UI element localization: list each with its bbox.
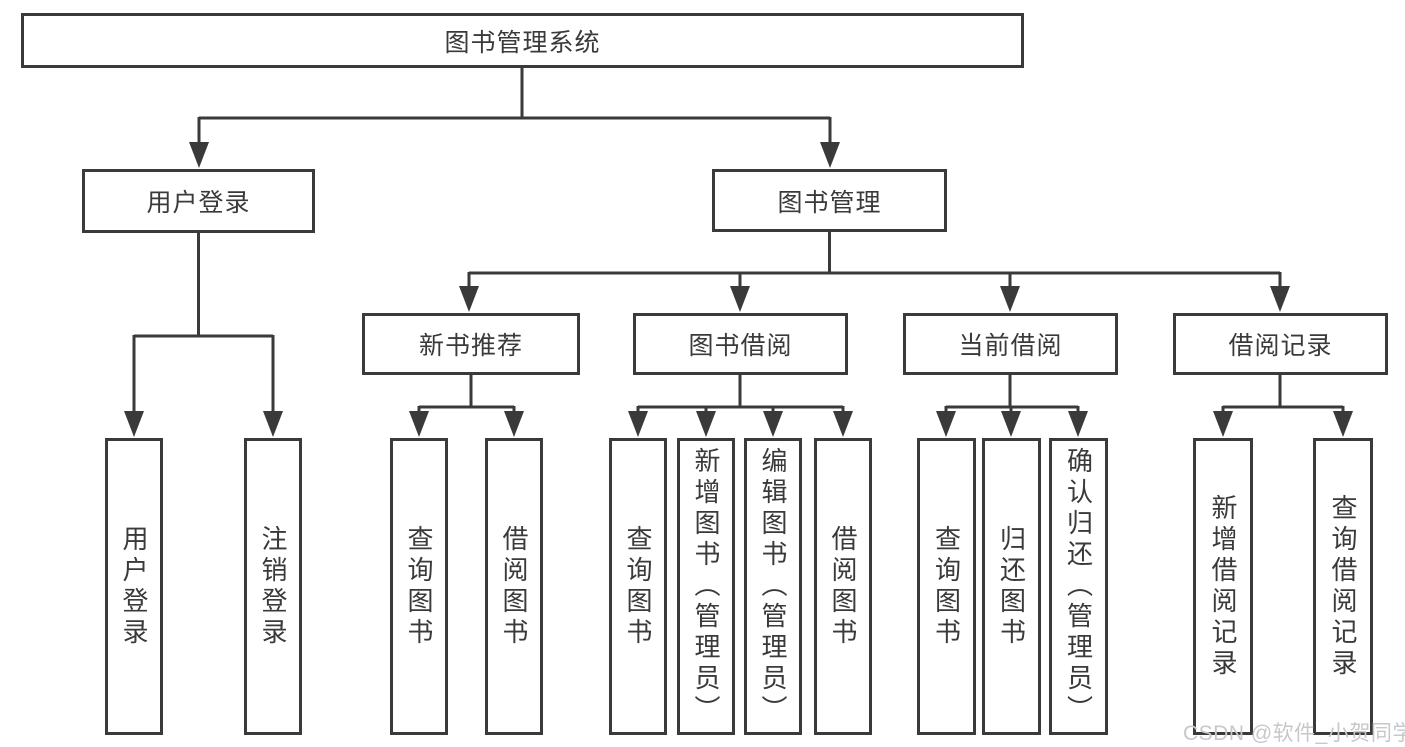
node-label: 当前借阅 — [958, 332, 1063, 360]
arrowhead — [820, 142, 840, 168]
node-label: 编辑图书（管理员） — [758, 447, 788, 726]
node-book-management-system: 图书管理系统 — [21, 13, 1024, 68]
arrowhead — [1213, 411, 1233, 437]
arrowhead — [1270, 286, 1290, 312]
node-book-borrowing: 图书借阅 — [633, 313, 848, 375]
node-leaf-query-books-2: 查询图书 — [609, 438, 667, 735]
arrowhead — [1333, 411, 1353, 437]
node-label: 借阅图书 — [499, 524, 529, 649]
node-current-borrowing: 当前借阅 — [903, 313, 1118, 375]
node-new-book-recommendation: 新书推荐 — [362, 313, 580, 375]
node-leaf-query-books-1: 查询图书 — [390, 438, 448, 735]
node-label: 确认归还（管理员） — [1063, 447, 1094, 726]
connector-path — [132, 68, 1345, 414]
arrowhead — [504, 411, 524, 437]
arrowhead — [763, 411, 783, 437]
node-leaf-query-books-3: 查询图书 — [917, 438, 976, 735]
node-label: 注销登录 — [258, 524, 288, 649]
node-user-login: 用户登录 — [82, 169, 315, 233]
node-leaf-user-login: 用户登录 — [105, 438, 163, 735]
node-label: 归还图书 — [996, 524, 1027, 649]
node-label: 图书管理 — [777, 188, 882, 217]
node-label: 查询图书 — [404, 524, 434, 649]
arrowhead — [124, 411, 144, 437]
arrowhead — [1001, 411, 1021, 437]
node-book-management: 图书管理 — [712, 169, 947, 232]
arrowhead — [1068, 411, 1088, 437]
node-leaf-return-books: 归还图书 — [982, 438, 1041, 735]
node-label: 查询借阅记录 — [1328, 493, 1358, 680]
node-label: 新书推荐 — [418, 332, 523, 360]
node-borrowing-records: 借阅记录 — [1173, 313, 1388, 375]
node-leaf-confirm-return-admin: 确认归还（管理员） — [1049, 438, 1108, 735]
node-label: 借阅记录 — [1228, 332, 1333, 360]
node-label: 新增图书（管理员） — [691, 447, 721, 726]
node-label: 查询图书 — [931, 524, 962, 649]
node-label: 新增借阅记录 — [1208, 493, 1238, 680]
node-leaf-borrow-books-2: 借阅图书 — [814, 438, 872, 735]
arrowhead — [409, 411, 429, 437]
arrowhead — [628, 411, 648, 437]
node-label: 图书借阅 — [688, 332, 793, 360]
node-leaf-edit-book-admin: 编辑图书（管理员） — [744, 438, 802, 735]
arrowhead — [459, 286, 479, 312]
node-leaf-add-borrow-record: 新增借阅记录 — [1193, 438, 1253, 735]
arrowhead — [263, 411, 283, 437]
watermark: CSDN @软件_小贺同学 — [1183, 722, 1405, 745]
node-leaf-borrow-books-1: 借阅图书 — [485, 438, 543, 735]
arrowhead — [936, 411, 956, 437]
node-label: 图书管理系统 — [444, 28, 601, 57]
arrowhead — [833, 411, 853, 437]
node-leaf-logout: 注销登录 — [244, 438, 302, 735]
node-leaf-query-borrow-record: 查询借阅记录 — [1313, 438, 1373, 735]
node-label: 用户登录 — [119, 524, 149, 649]
arrowhead — [730, 286, 750, 312]
node-leaf-add-book-admin: 新增图书（管理员） — [677, 438, 735, 735]
arrowhead — [696, 411, 716, 437]
arrowhead — [1000, 286, 1020, 312]
node-label: 查询图书 — [623, 524, 653, 649]
arrowhead — [189, 142, 209, 168]
node-label: 借阅图书 — [828, 524, 858, 649]
node-label: 用户登录 — [146, 189, 251, 217]
